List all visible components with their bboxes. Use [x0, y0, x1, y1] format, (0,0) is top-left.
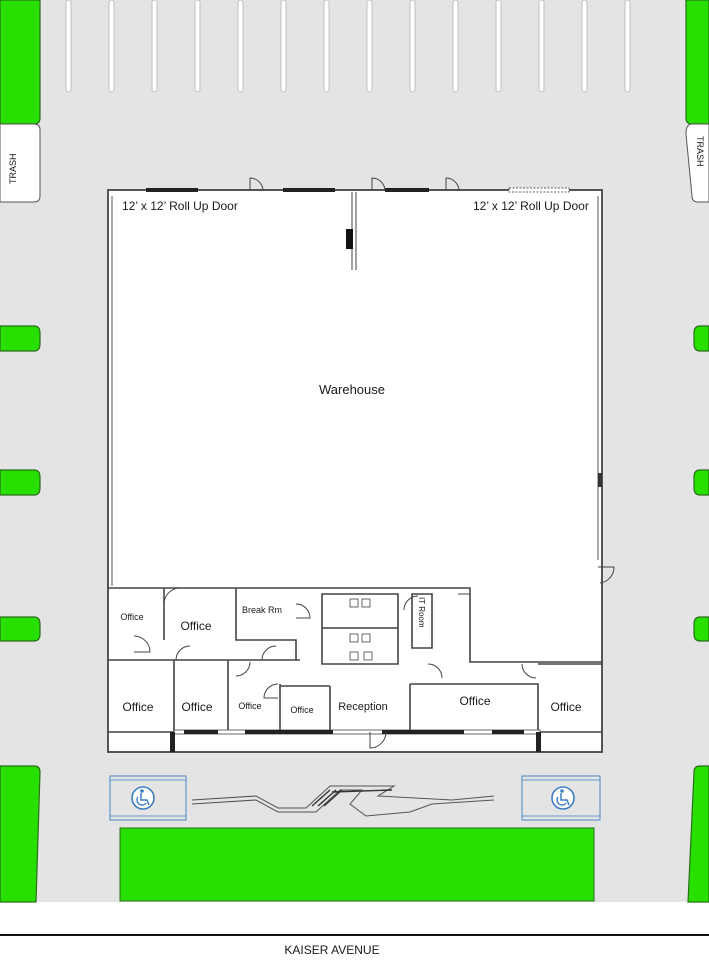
roll-up-door-1 [146, 188, 198, 192]
trash-label-left: TRASH [8, 153, 18, 184]
it-room-label: IT Room [417, 597, 426, 628]
grass-island-left-1 [0, 325, 41, 352]
roll-up-door-label-right: 12’ x 12’ Roll Up Door [473, 199, 589, 213]
office-top-label: Office [180, 619, 211, 633]
roll-up-door-2 [283, 188, 335, 192]
warehouse-label: Warehouse [319, 382, 385, 397]
grass-front [119, 827, 595, 902]
trash-enclosure-right: TRASH [685, 123, 709, 203]
grass-island-right-3 [693, 616, 709, 642]
office-right-label: Office [459, 694, 490, 708]
building [107, 177, 615, 753]
man-door-3 [445, 177, 460, 192]
grass-top-right [685, 0, 709, 125]
reception-label: Reception [338, 701, 388, 713]
roll-up-door-label-left: 12’ x 12’ Roll Up Door [122, 199, 238, 213]
grass-island-right-2 [693, 469, 709, 496]
office-mid-label: Office [238, 701, 261, 711]
ramp-hatch [311, 789, 393, 807]
grass-bottom-left [0, 765, 41, 903]
side-door [598, 566, 615, 584]
man-door-1 [249, 177, 264, 192]
street-label: KAISER AVENUE [284, 943, 379, 957]
partition-post [346, 229, 353, 249]
wheelchair-icon [551, 786, 575, 810]
entry-door [369, 731, 387, 749]
break-room-label: Break Rm [242, 605, 282, 615]
front-walkway [191, 789, 495, 817]
office-mid2-label: Office [290, 705, 313, 715]
grass-island-left-2 [0, 469, 41, 496]
office-far-right-label: Office [550, 700, 581, 714]
accessible-stall-left [109, 775, 187, 821]
office-small-label: Office [120, 612, 143, 622]
grass-top-left [0, 0, 41, 125]
trash-enclosure-left: TRASH [0, 123, 41, 203]
trash-label-right: TRASH [695, 136, 705, 167]
man-door-2 [371, 177, 386, 192]
roll-up-door-3 [385, 188, 429, 192]
street-curb-line [0, 934, 709, 936]
grass-island-right-1 [693, 325, 709, 352]
grass-island-left-3 [0, 616, 41, 642]
office-bottom-left-label: Office [122, 700, 153, 714]
wheelchair-icon [131, 786, 155, 810]
grass-bottom-right [687, 765, 709, 903]
parking-stall-lines [65, 0, 631, 93]
restroom-fixtures [349, 598, 373, 661]
accessible-stall-right [521, 775, 601, 821]
office-bottom-left2-label: Office [181, 700, 212, 714]
roll-up-door-4 [508, 187, 570, 193]
